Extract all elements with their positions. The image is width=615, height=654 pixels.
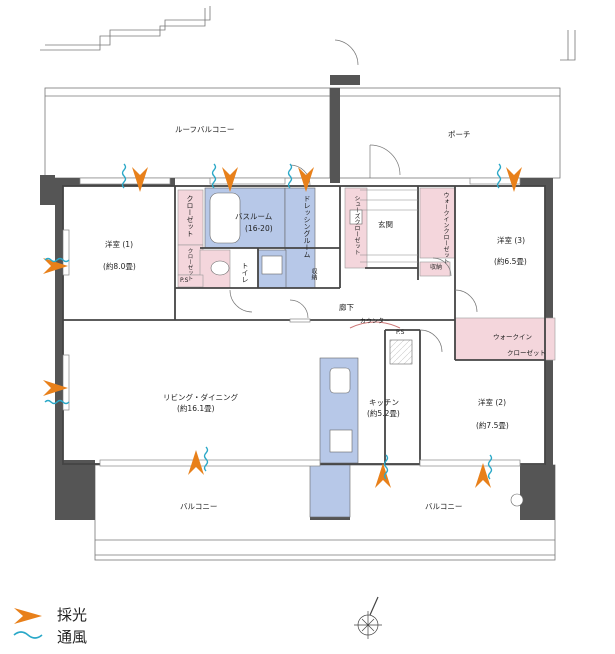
ventilation-wave-icon	[13, 631, 43, 639]
ps-1-label: P.S	[180, 277, 189, 284]
toilet-icon	[210, 260, 230, 276]
stove-icon	[329, 429, 353, 453]
kitchen-size: (約5.2畳)	[367, 409, 400, 418]
porch-label: ポーチ	[448, 130, 471, 139]
exterior-walls	[40, 75, 555, 520]
legend-icons	[13, 608, 43, 639]
living-size: (約16.1畳)	[177, 404, 215, 413]
counter-arc	[349, 321, 401, 329]
entrance-label: 玄関	[378, 220, 393, 229]
outdoor-fixture-icon	[510, 493, 524, 507]
western-room-3-label: 洋室 (3)	[497, 236, 526, 245]
porch-outline	[329, 30, 576, 179]
closet-label: クローゼット	[186, 195, 194, 237]
kitchen-label: キッチン	[369, 398, 399, 407]
storage-3-label: 収納	[430, 264, 443, 271]
bathroom-label: バスルーム	[235, 212, 273, 221]
western-room-2-label: 洋室 (2)	[478, 398, 507, 407]
compass-icon	[354, 596, 382, 639]
ps-2-label: P.S	[396, 329, 405, 336]
kitchen-window-area	[309, 464, 351, 518]
legend-light-label: 採光	[57, 606, 88, 624]
roof-balcony-outline	[40, 6, 331, 179]
door-swings	[229, 39, 478, 353]
western-room-3-size: (約6.5畳)	[494, 257, 527, 266]
entrance-steps	[360, 189, 418, 263]
western-room-1-label: 洋室 (1)	[105, 240, 134, 249]
toilet-label: トイレ	[241, 262, 249, 283]
balcony-left-label: バルコニー	[180, 502, 218, 511]
living-label: リビング・ダイニング	[163, 393, 238, 402]
bathtub-icon	[209, 192, 241, 244]
roof-balcony-label: ルーフバルコニー	[175, 125, 235, 134]
linen-label: 収納	[310, 268, 317, 280]
light-arrow-icons	[43, 167, 522, 488]
closet2-label: クローゼット	[186, 248, 193, 281]
light-arrow-icon	[14, 608, 42, 624]
dressing-room-label: ドレッシングルーム	[303, 195, 311, 258]
sink-icon	[329, 367, 351, 394]
walkin-closet-2-label: ウォークイン	[493, 333, 532, 341]
dressing-room-area	[284, 187, 316, 289]
refrigerator-icon	[389, 339, 413, 365]
balcony-right-label: バルコニー	[425, 502, 463, 511]
shoe-closet-label: シューズクローゼット	[353, 195, 360, 255]
shoe-cabinet-icon	[349, 209, 363, 225]
hallway-label: 廊下	[339, 303, 354, 312]
closets	[177, 187, 556, 361]
walkin-closet-2b-label: クローゼット	[507, 349, 546, 357]
counter-label: カウンター	[360, 318, 391, 325]
walkin-closet-3-label: ウォークインクローゼット	[442, 192, 449, 264]
legend-ventilation-label: 通風	[57, 628, 88, 646]
fixtures	[209, 192, 524, 507]
western-room-2-size: (約7.5畳)	[476, 421, 509, 430]
washbasin-icon	[261, 255, 283, 275]
bathroom-size-label: (16-20)	[245, 224, 273, 233]
western-room-1-size: (約8.0畳)	[103, 262, 136, 271]
